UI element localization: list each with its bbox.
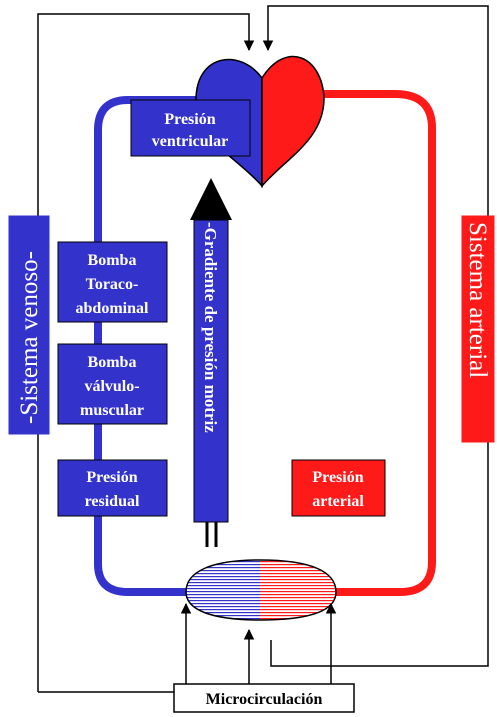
capillary-left-half: [186, 560, 260, 620]
presion-ventricular-line2: ventricular: [152, 133, 228, 150]
arterial-loop: [318, 90, 436, 596]
left-return-line: [38, 628, 255, 693]
presion-arterial-line1: Presión: [312, 469, 363, 486]
bomba-valvulo-box: Bomba válvulo- muscular: [57, 343, 168, 425]
sistema-arterial-banner: Sistema arterial: [461, 215, 495, 443]
presion-ventricular-line1: Presión: [164, 111, 215, 128]
heart-right-half: [261, 55, 325, 189]
presion-residual-box: Presión residual: [57, 459, 168, 517]
bomba-valvulo-line3: muscular: [80, 402, 144, 419]
presion-ventricular-box: Presión ventricular: [130, 99, 251, 157]
bomba-toraco-line3: abdominal: [76, 300, 149, 317]
gradient-arrow: -Gradiente de presión motriz: [190, 178, 232, 547]
capillary-right-half: [260, 560, 336, 620]
microcirculacion-arrows: [180, 602, 337, 690]
bomba-toraco-line2: Toraco-: [86, 276, 139, 293]
presion-residual-line2: residual: [85, 493, 140, 510]
gradient-shaft: [193, 219, 229, 523]
bomba-valvulo-line1: Bomba: [88, 354, 137, 371]
gradient-label: -Gradiente de presión motriz: [201, 222, 220, 433]
bomba-valvulo-line2: válvulo-: [84, 378, 139, 395]
bomba-toraco-line1: Bomba: [88, 252, 137, 269]
sistema-venoso-banner: -Sistema venoso-: [8, 215, 50, 435]
presion-arterial-line2: arterial: [312, 493, 364, 510]
capillary-outline: [185, 559, 337, 621]
gradient-arrowhead: [190, 178, 232, 220]
bomba-toraco-box: Bomba Toraco- abdominal: [57, 241, 168, 323]
sistema-arterial-label: Sistema arterial: [464, 222, 491, 378]
microcirculacion-label: Microcirculación: [206, 691, 323, 708]
presion-arterial-box: Presión arterial: [291, 459, 386, 517]
sistema-venoso-label: -Sistema venoso-: [16, 251, 43, 424]
microcirculacion-box: Microcirculación: [173, 683, 355, 713]
capillary-bed-icon: [185, 559, 337, 621]
presion-residual-line1: Presión: [86, 469, 137, 486]
